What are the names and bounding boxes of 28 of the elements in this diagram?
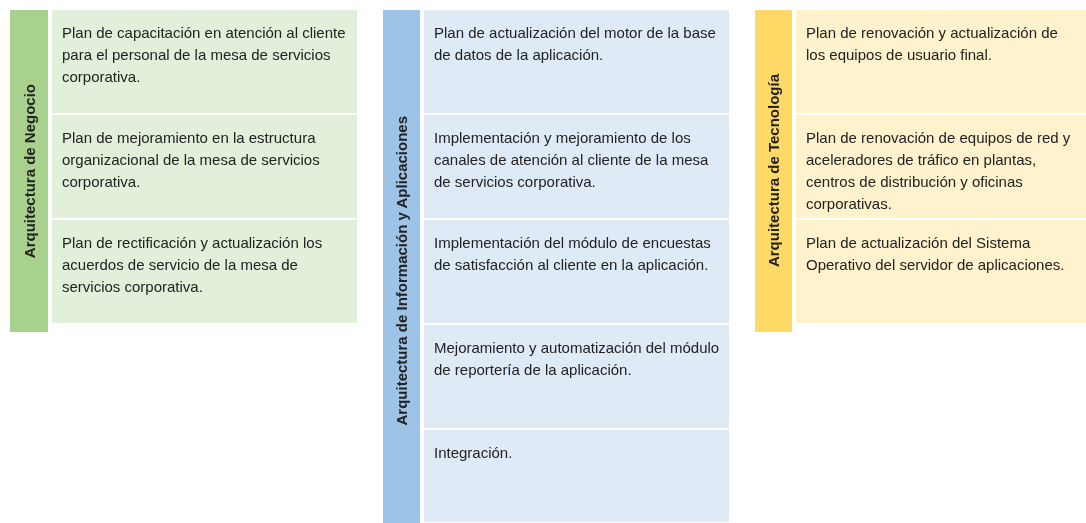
- plan-card: [424, 10, 729, 113]
- plan-text: Implementación y mejoramiento de los canales de atención al cliente de la mesa de servicios corporativa.: [434, 128, 710, 192]
- plan-text: Plan de renovación y actualización de los equipos de usuario final.: [806, 23, 1059, 65]
- plan-card: [52, 10, 357, 113]
- header-band: [10, 10, 48, 332]
- header-band: [383, 10, 420, 523]
- plan-card: [424, 430, 729, 522]
- plan-text: Plan de actualización del motor de la base de datos de la aplicación.: [434, 23, 717, 65]
- plan-card: [796, 115, 1086, 218]
- header-band: [755, 10, 792, 332]
- plan-text: Plan de actualización del Sistema Operativo del servidor de aplicaciones.: [806, 233, 1066, 275]
- column-heading: Arquitectura de Negocio: [20, 83, 38, 259]
- plan-card: [52, 115, 357, 218]
- plan-card: [424, 115, 729, 218]
- plan-card: [52, 220, 357, 323]
- plan-card: [796, 220, 1086, 323]
- plan-card: [424, 220, 729, 323]
- plan-text: Integración.: [434, 443, 514, 463]
- plan-card: [424, 325, 729, 428]
- plan-text: Implementación del módulo de encuestas de satisfacción al cliente en la aplicación.: [434, 233, 712, 275]
- column-heading: Arquitectura de Tecnología: [765, 74, 782, 268]
- plan-text: Plan de capacitación en atención al cliente para el personal de la mesa de servicios corporativa.: [62, 23, 347, 87]
- column-heading: Arquitectura de Información y Aplicaciones: [393, 116, 410, 426]
- plan-text: Mejoramiento y automatización del módulo de reportería de la aplicación.: [434, 338, 721, 380]
- plan-card: [796, 10, 1086, 113]
- plan-text: Plan de renovación de equipos de red y aceleradores de tráfico en plantas, centros de distribución y oficinas corporativas.: [806, 128, 1072, 214]
- plan-text: Plan de mejoramiento en la estructura organizacional de la mesa de servicios corporativa.: [62, 128, 321, 192]
- plan-text: Plan de rectificación y actualización los acuerdos de servicio de la mesa de servicios corporativa.: [62, 233, 324, 297]
